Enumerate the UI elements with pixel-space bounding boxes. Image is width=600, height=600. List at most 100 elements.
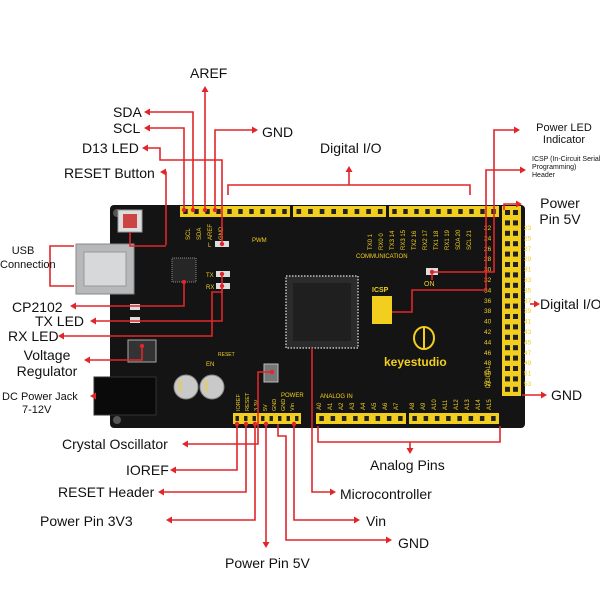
silk-comm-label: TX0 1: [368, 233, 374, 250]
silk-top-label: AREF: [208, 224, 214, 240]
silk-cap-label: 47: [178, 379, 184, 385]
header-pin: [513, 251, 518, 257]
silk-en: EN: [206, 362, 214, 368]
header-pin: [505, 220, 510, 226]
header-pin: [505, 303, 510, 309]
header-pin: [513, 282, 518, 288]
silk-digital-label: 50: [484, 371, 492, 378]
silk-reset: RESET: [218, 352, 235, 358]
callout-arrow: [262, 542, 270, 548]
silk-brand: keyestudio: [384, 355, 447, 369]
silk-digital-label: 25: [524, 235, 532, 242]
silk-digital-label: 38: [484, 308, 492, 315]
capacitor-2: [199, 374, 225, 400]
header-pin: [341, 416, 347, 421]
silk-comm-label: RX2 17: [423, 229, 429, 250]
header-pin: [513, 324, 518, 330]
label-rx-led: RX LED: [8, 328, 59, 344]
silk-digital-label: 24: [484, 235, 492, 242]
header-pin: [216, 209, 221, 214]
silk-power-label: GND: [272, 399, 278, 411]
silk-analog-label: A9: [421, 402, 427, 410]
callout-usb: [49, 245, 74, 287]
header-pin: [480, 209, 485, 214]
silk-digital-label: 35: [524, 287, 532, 294]
label-d13-led: D13 LED: [82, 140, 139, 156]
header-pin: [513, 220, 518, 226]
silk-digital-label: 27: [524, 246, 532, 253]
label-ioref: IOREF: [126, 462, 169, 478]
silk-power-label: 3.3V: [254, 399, 260, 411]
silk-power-label: Vin: [290, 403, 296, 411]
silk-analog-in: ANALOG IN: [320, 394, 353, 400]
header-pin: [505, 210, 510, 215]
header-pin: [331, 209, 337, 214]
silk-analog-label: A3: [350, 402, 356, 410]
icsp-pins: [372, 296, 392, 324]
header-pin: [469, 209, 474, 214]
header-pin: [468, 416, 474, 421]
callout-arrow: [345, 166, 353, 172]
label-dc-power-jack: DC Power Jack: [2, 391, 78, 403]
silk-rx: RX: [206, 285, 214, 291]
header-pin: [446, 416, 451, 421]
header-pin: [342, 209, 348, 214]
silk-comm-label: TX1 18: [434, 230, 440, 250]
header-pin: [308, 209, 313, 214]
header-pin: [377, 209, 383, 214]
silk-top-label: SDA: [197, 228, 203, 240]
silk-pwm: PWM: [252, 238, 267, 244]
top-left-header: [180, 206, 290, 217]
header-pin: [330, 416, 336, 421]
silk-analog-label: A11: [443, 399, 449, 410]
analog-left-header: [316, 413, 406, 424]
header-pin: [505, 282, 510, 288]
silk-analog-label: A10: [432, 399, 438, 410]
silk-cap-label: 25V: [204, 382, 210, 392]
callout-arrow: [406, 448, 414, 454]
silk-digital-label: 47: [524, 350, 532, 357]
label-gnd-right: GND: [551, 387, 583, 403]
silk-comm-label: TX3 14: [390, 230, 396, 250]
silk-digital-label: 36: [484, 298, 492, 305]
silk-digital-label: 43: [524, 329, 532, 336]
callout-gnd-top: [214, 129, 256, 210]
power-header: [233, 413, 301, 424]
silk-top-label: SCL: [186, 228, 192, 240]
header-pin: [458, 209, 463, 214]
header-pin: [505, 345, 510, 351]
callout-ioref: [172, 424, 238, 471]
label-aref: AREF: [190, 65, 228, 81]
silk-analog-label: A5: [372, 402, 378, 410]
header-pin: [366, 209, 371, 214]
silk-digital-label: 49: [524, 360, 532, 367]
callout-arrow: [58, 332, 64, 340]
label-cp2102: CP2102: [12, 299, 63, 315]
callout-vin: [293, 424, 358, 521]
label-voltage-regulator: Voltage Regulator: [16, 347, 78, 379]
header-pin: [513, 241, 518, 247]
header-pin: [436, 209, 441, 214]
silk-comm-label: RX1 19: [445, 229, 451, 250]
callout-crystal: [184, 371, 272, 445]
callout-arrow: [84, 356, 90, 364]
silk-power-label: GND: [281, 399, 287, 411]
header-pin: [398, 416, 403, 421]
label-gnd-top: GND: [262, 124, 294, 140]
header-pin: [194, 209, 199, 214]
silk-digital-label: 23: [524, 225, 532, 232]
callout-dot: [181, 207, 187, 213]
header-pin: [425, 209, 430, 214]
header-pin: [513, 334, 518, 340]
silk-comm-label: RX0 0: [379, 233, 385, 250]
header-pin: [513, 262, 518, 267]
header-pin: [353, 416, 358, 421]
header-pin: [457, 416, 462, 421]
silk-analog-label: A1: [328, 402, 334, 410]
silk-analog-label: A8: [410, 402, 416, 410]
callout-d13: [144, 147, 223, 244]
header-pin: [505, 314, 510, 319]
callout-dot: [263, 421, 269, 427]
capacitor-1: [173, 374, 199, 400]
